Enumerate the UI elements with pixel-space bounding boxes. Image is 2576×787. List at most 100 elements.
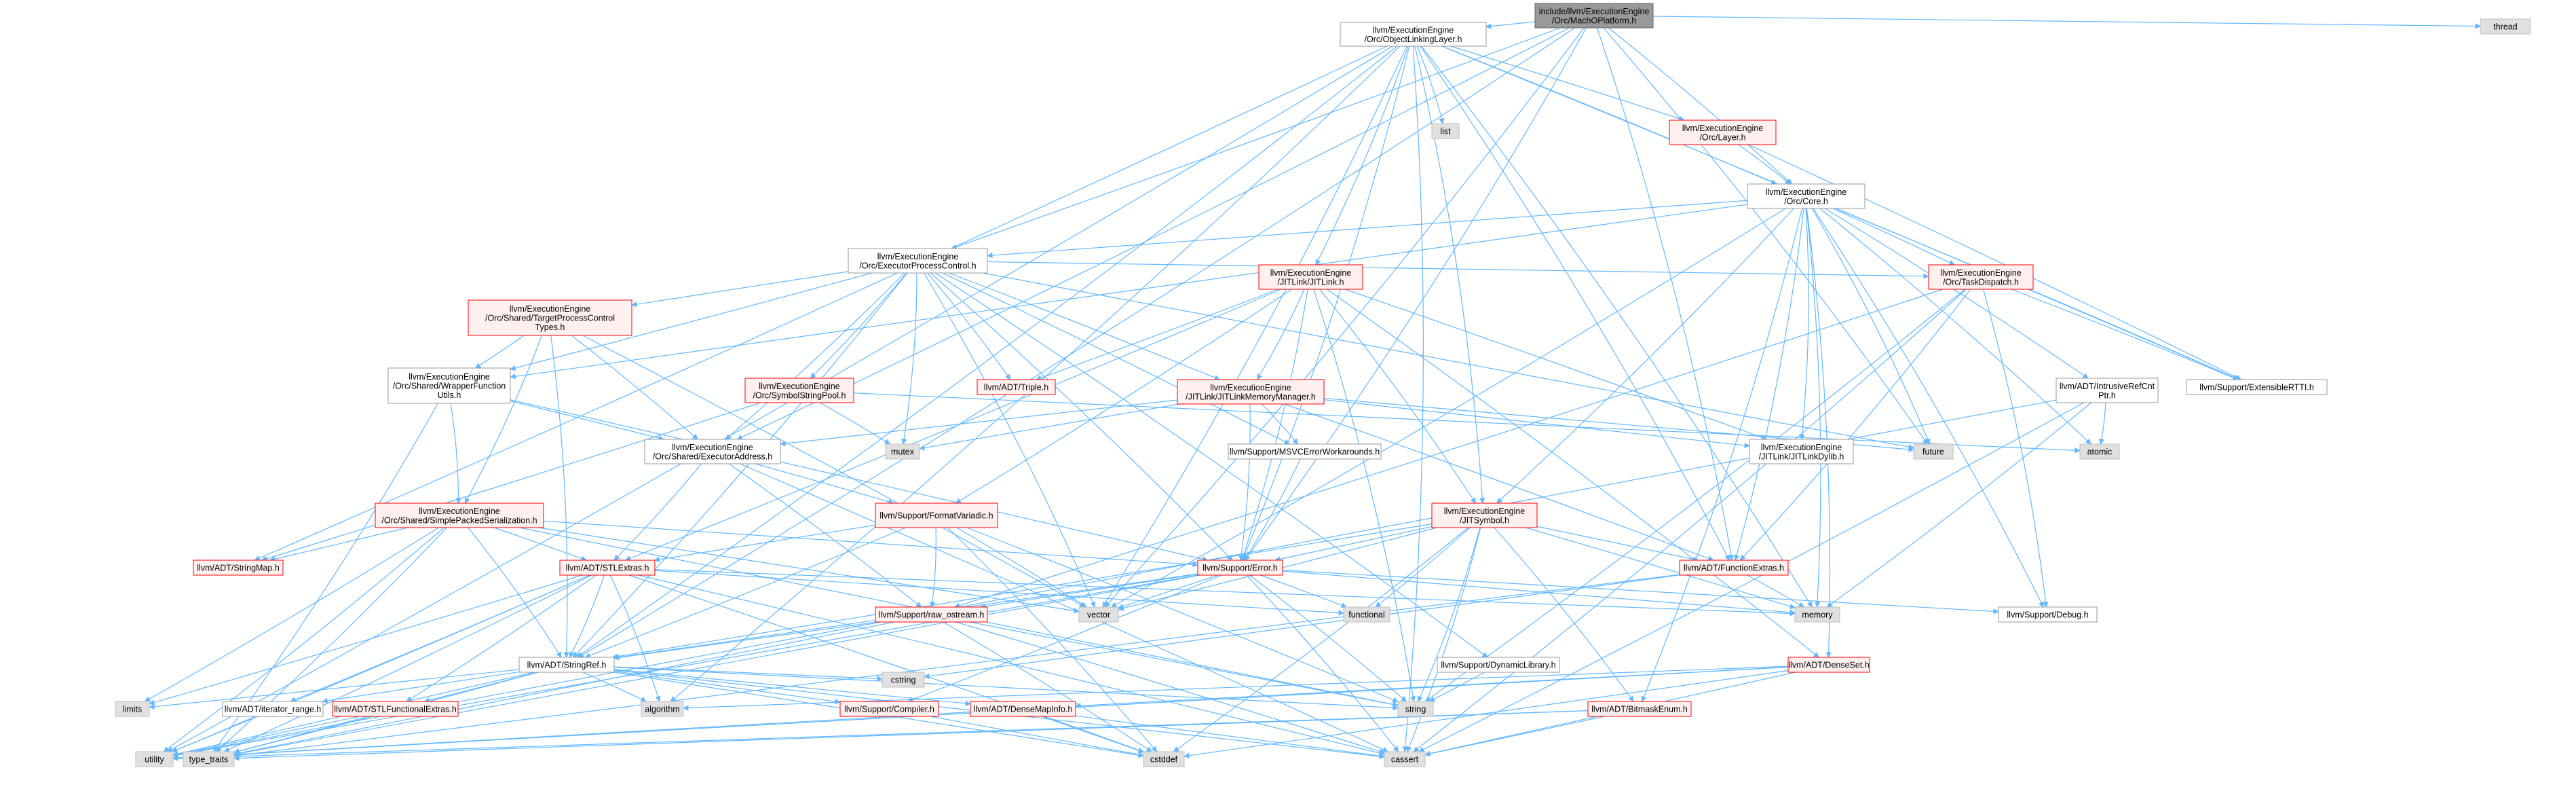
node-algorithm-box	[641, 701, 684, 717]
node-typetraits-label: type_traits	[189, 755, 229, 765]
node-cstring[interactable]: cstring	[882, 672, 925, 688]
node-densemapinfo[interactable]: llvm/ADT/DenseMapInfo.h	[970, 701, 1076, 717]
edge-error-to-string	[1249, 574, 1407, 702]
node-denseset[interactable]: llvm/ADT/DenseSet.h	[1787, 657, 1870, 673]
node-typetraits[interactable]: type_traits	[183, 751, 235, 767]
edge-jitsymbol-to-memory	[1525, 527, 1796, 609]
edge-stlextras-to-limits	[149, 574, 583, 706]
node-stlfunc[interactable]: llvm/ADT/STLFunctionalExtras.h	[332, 701, 459, 717]
node-list-label: list	[1440, 127, 1451, 136]
edge-layer-to-extrtti	[1748, 144, 2242, 380]
edge-core-to-jitlinkdylib	[1799, 208, 1809, 440]
node-cassert-box	[1384, 751, 1426, 767]
node-limits[interactable]: limits	[115, 701, 150, 717]
edge-execaddr-to-cassert	[740, 463, 1388, 752]
edge-objlink-to-stringref	[576, 45, 1398, 658]
node-debug-label: llvm/Support/Debug.h	[2007, 610, 2088, 620]
node-bitmask[interactable]: llvm/ADT/BitmaskEnum.h	[1587, 701, 1692, 717]
node-list[interactable]: list	[1431, 123, 1460, 139]
node-vector[interactable]: vector	[1078, 606, 1119, 623]
node-future[interactable]: future	[1913, 443, 1954, 460]
edge-symstrpool-to-mutex	[820, 402, 891, 445]
node-triple[interactable]: llvm/ADT/Triple.h	[977, 379, 1056, 395]
node-error[interactable]: llvm/Support/Error.h	[1197, 560, 1283, 576]
node-stlextras[interactable]: llvm/ADT/STLExtras.h	[559, 560, 656, 576]
edge-root-to-thread	[1652, 16, 2481, 29]
node-epc[interactable]: llvm/ExecutionEngine/Orc/ExecutorProcess…	[848, 248, 988, 274]
node-cstring-label: cstring	[891, 676, 916, 685]
node-utility[interactable]: utility	[135, 751, 174, 767]
node-taskdisp[interactable]: llvm/ExecutionEngine/Orc/TaskDispatch.h	[1928, 264, 2034, 290]
node-cassert-label: cassert	[1391, 755, 1419, 765]
node-atomic[interactable]: atomic	[2079, 443, 2120, 460]
node-jitsymbol-label: llvm/ExecutionEngine	[1444, 507, 1526, 516]
edge-objlink-to-extrtti	[1441, 45, 2239, 380]
node-cassert[interactable]: cassert	[1384, 751, 1426, 767]
node-jitlink-label: llvm/ExecutionEngine	[1270, 268, 1352, 278]
node-functional-box	[1343, 606, 1390, 623]
node-mutex[interactable]: mutex	[885, 443, 920, 460]
edge-jitlinkmem-to-msvc	[1261, 403, 1299, 445]
edge-jitlink-to-error	[1240, 289, 1308, 561]
node-error-box	[1197, 560, 1283, 576]
edge-rawostream-to-cstddef	[943, 621, 1153, 752]
node-compiler[interactable]: llvm/Support/Compiler.h	[839, 701, 939, 717]
node-stringref[interactable]: llvm/ADT/StringRef.h	[518, 657, 615, 673]
node-iterrange[interactable]: llvm/ADT/iterator_range.h	[222, 701, 324, 717]
node-wrapper[interactable]: llvm/ExecutionEngine/Orc/Shared/WrapperF…	[387, 367, 511, 404]
edge-simplepacked-to-typetraits	[216, 527, 447, 752]
node-debug-box	[1998, 606, 2098, 623]
node-extrtti[interactable]: llvm/Support/ExtensibleRTTI.h	[2186, 379, 2328, 395]
edge-stringref-to-string	[613, 667, 1399, 711]
edge-objlink-to-jitsymbol	[1414, 45, 1485, 504]
edge-objlink-to-cassert	[1402, 45, 1424, 752]
edge-intrusive-to-memory	[1826, 402, 2092, 608]
node-jitsymbol[interactable]: llvm/ExecutionEngine/JITSymbol.h	[1431, 502, 1538, 528]
node-core[interactable]: llvm/ExecutionEngine/Orc/Core.h	[1747, 183, 1865, 209]
node-objlink[interactable]: llvm/ExecutionEngine/Orc/ObjectLinkingLa…	[1340, 22, 1487, 47]
node-debug[interactable]: llvm/Support/Debug.h	[1998, 606, 2098, 623]
node-memory[interactable]: memory	[1794, 606, 1840, 623]
node-jitlinkdylib[interactable]: llvm/ExecutionEngine/JITLink/JITLinkDyli…	[1749, 439, 1854, 464]
node-bitmask-box	[1587, 701, 1692, 717]
edge-tpctypes-to-vector	[582, 335, 1086, 608]
node-jitlinkmem[interactable]: llvm/ExecutionEngine/JITLink/JITLinkMemo…	[1177, 379, 1325, 405]
node-densemapinfo-label: llvm/ADT/DenseMapInfo.h	[974, 705, 1073, 714]
node-rawostream[interactable]: llvm/Support/raw_ostream.h	[875, 606, 988, 623]
node-densemapinfo-box	[970, 701, 1076, 717]
edge-stringref-to-cstring	[613, 666, 883, 682]
node-layer[interactable]: llvm/ExecutionEngine/Orc/Layer.h	[1669, 120, 1777, 145]
node-msvc[interactable]: llvm/Support/MSVCErrorWorkarounds.h	[1228, 443, 1382, 460]
node-algorithm-label: algorithm	[645, 705, 679, 714]
edge-formatvariadic-to-stlextras	[654, 524, 876, 562]
edge-jitsymbol-to-string	[1418, 527, 1481, 702]
node-cstring-box	[882, 672, 925, 688]
node-functional[interactable]: functional	[1343, 606, 1390, 623]
node-cstddef[interactable]: cstddef	[1143, 751, 1185, 767]
node-algorithm[interactable]: algorithm	[641, 701, 684, 717]
edge-rawostream-to-cassert	[955, 621, 1385, 754]
node-execaddr[interactable]: llvm/ExecutionEngine/Orc/Shared/Executor…	[644, 439, 781, 464]
node-jitlink-box	[1258, 264, 1363, 290]
node-thread[interactable]: thread	[2480, 18, 2531, 35]
node-dynlib[interactable]: llvm/Support/DynamicLibrary.h	[1437, 657, 1560, 673]
node-stringmap[interactable]: llvm/ADT/StringMap.h	[193, 560, 284, 576]
node-formatvariadic[interactable]: llvm/Support/FormatVariadic.h	[875, 502, 998, 528]
node-simplepacked[interactable]: llvm/ExecutionEngine/Orc/Shared/SimplePa…	[375, 502, 544, 528]
node-root[interactable]: include/llvm/ExecutionEngine/Orc/MachOPl…	[1534, 3, 1654, 29]
node-tpctypes[interactable]: llvm/ExecutionEngine/Orc/Shared/TargetPr…	[468, 299, 632, 336]
node-triple-box	[977, 379, 1056, 395]
node-simplepacked-label: /Orc/Shared/SimplePackedSerialization.h	[381, 515, 537, 525]
node-stlfunc-label: llvm/ADT/STLFunctionalExtras.h	[334, 705, 457, 714]
node-root-label: include/llvm/ExecutionEngine	[1539, 7, 1650, 16]
node-denseset-box	[1787, 657, 1870, 673]
node-symstrpool[interactable]: llvm/ExecutionEngine/Orc/SymbolStringPoo…	[744, 378, 854, 403]
edge-jitlink-to-jitlinkmem	[1256, 289, 1305, 380]
edge-root-to-execaddr	[736, 27, 1570, 440]
node-string[interactable]: string	[1397, 701, 1434, 717]
node-thread-label: thread	[2493, 22, 2517, 32]
node-jitlink[interactable]: llvm/ExecutionEngine/JITLink/JITLink.h	[1258, 264, 1363, 290]
edge-rawostream-to-string	[969, 621, 1399, 708]
node-functionextras[interactable]: llvm/ADT/FunctionExtras.h	[1679, 560, 1789, 576]
